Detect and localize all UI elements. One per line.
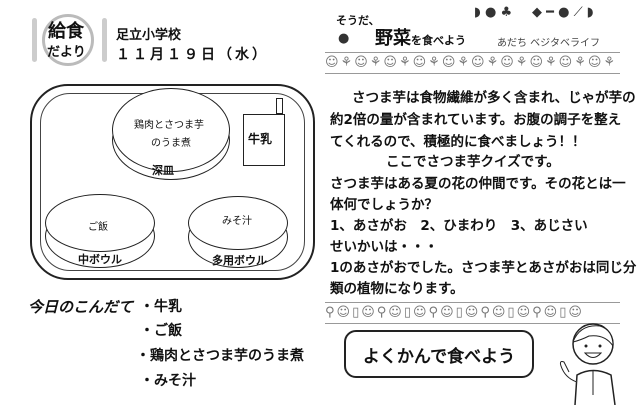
banner-main: 野菜 (375, 28, 411, 49)
deep-plate-label: 深皿 (152, 164, 174, 177)
slogan: よくかんで食べよう (362, 346, 516, 367)
soup-bowl (188, 196, 288, 250)
article-line: せいかいは・・・ (330, 239, 438, 255)
article-line: 約2倍の量が含まれています。お腹の調子を整え (330, 112, 622, 128)
deep-plate-food-1: 鶏肉とさつま芋 (134, 120, 204, 131)
article-line: てくれるので、積極的に食べましょう！！ (330, 134, 586, 150)
menu-item: ・ご飯 (140, 323, 182, 339)
banner-pretext: そうだ、 (336, 14, 380, 27)
article-line: 類の植物になります。 (330, 281, 464, 297)
plate-logo-icon (42, 14, 94, 66)
banner-suffix: を食べよう (411, 34, 466, 47)
school-name: 足立小学校 (116, 28, 182, 43)
eggplant-icon: ◗ ● ♣ (474, 5, 513, 20)
fork-icon (32, 18, 37, 62)
soup-bowl-label: 多用ボウル (212, 254, 267, 267)
rice-bowl-label: 中ボウル (78, 253, 122, 266)
menu-item: ・鶏肉とさつま芋のうま煮 (136, 348, 304, 364)
article-line: 体何でしょうか？ (330, 197, 438, 213)
slogan-speech-bubble: よくかんで食べよう (344, 330, 534, 378)
straw-icon (276, 98, 283, 114)
article-line: 1、あさがお 2、ひまわり 3、あじさい (330, 218, 588, 234)
milk-label: 牛乳 (248, 132, 273, 146)
date: １１月１９日（水） (116, 47, 269, 63)
article-line: 1のあさがおでした。さつま芋とあさがおは同じ分 (330, 260, 637, 276)
rice-bowl (45, 194, 155, 252)
deep-plate (112, 88, 230, 172)
teacher-illustration-icon (559, 323, 616, 405)
banner-title: 野菜を食べよう (375, 24, 466, 50)
tomato-icon: ● (338, 31, 350, 46)
vegetable-characters-strip: ☺⚘☺⚘☺⚘☺⚘☺⚘☺⚘☺⚘☺⚘☺⚘☺⚘ (325, 52, 620, 74)
logo-subtitle: だより (47, 45, 86, 60)
rice-label: ご飯 (88, 222, 108, 233)
deep-plate-food-2: のうま煮 (151, 138, 191, 149)
menu-title: 今日のこんだて (28, 298, 134, 316)
tableware-characters-strip: ⚲☺▯☺⚲☺▯☺⚲☺▯☺⚲☺▯☺⚲☺▯☺ (325, 302, 620, 324)
article-line: さつま芋は食物繊維が多く含まれ、じゃが芋の (352, 90, 636, 106)
article-line: さつま芋はある夏の花の仲間です。その花とは一 (330, 176, 626, 192)
vegetables-icon: ◆ ━ ● ⟋ ◗ (532, 5, 594, 20)
article-line: ここでさつま芋クイズです。 (386, 154, 560, 170)
milk-carton: 牛乳 (243, 114, 285, 166)
soup-label: みそ汁 (222, 216, 252, 227)
menu-item: ・みそ汁 (140, 373, 196, 389)
banner-subtitle: あだち ベジタベライフ (497, 38, 600, 49)
tray-illustration (30, 84, 315, 280)
knife-icon (102, 18, 107, 62)
logo-title: 給食 (48, 21, 84, 42)
menu-item: ・牛乳 (140, 299, 182, 315)
